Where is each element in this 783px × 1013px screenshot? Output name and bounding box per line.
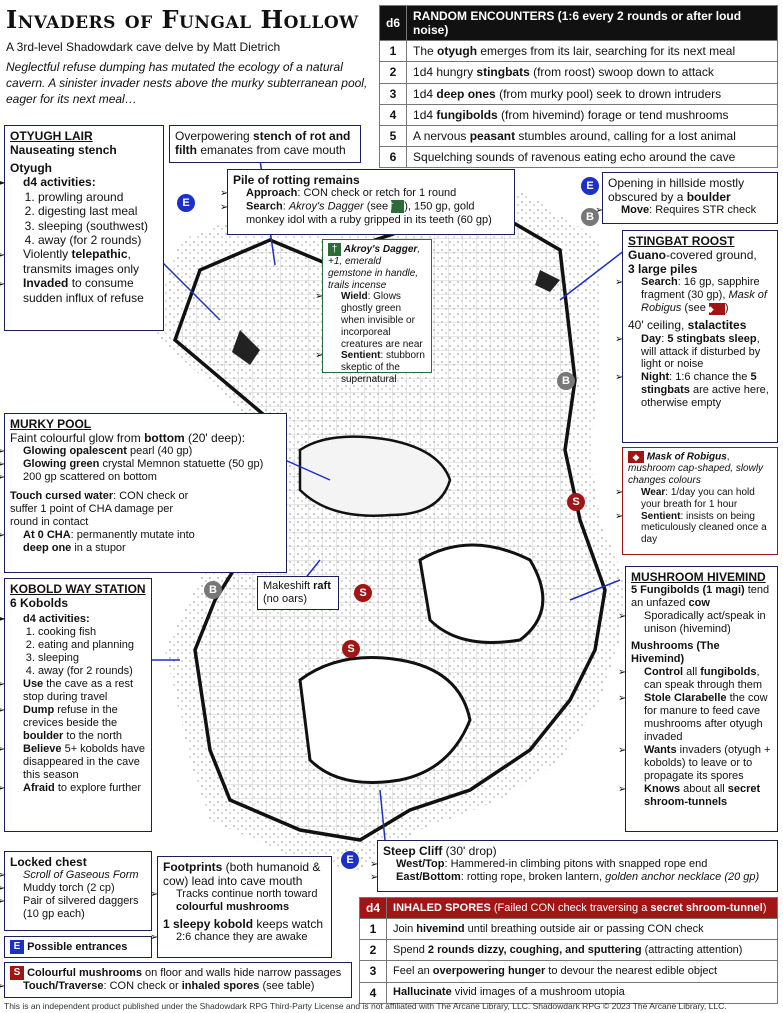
shroom-marker: S xyxy=(342,640,360,658)
dagger-icon: † xyxy=(328,243,341,256)
steep-cliff-box: Steep Cliff (30' drop) West/Top: Hammere… xyxy=(377,840,778,892)
otyugh-activities: prowling around digesting last meal slee… xyxy=(10,190,158,247)
mask-icon: ◆ xyxy=(628,451,644,463)
stench-box: Overpowering stench of rot and filth ema… xyxy=(169,125,361,163)
page-subtitle: A 3rd-level Shadowdark cave delve by Mat… xyxy=(6,40,281,55)
hivemind-header: MUSHROOM HIVEMIND xyxy=(631,570,766,584)
otyugh-lair-box: OTYUGH LAIR Nauseating stench Otyugh d4 … xyxy=(4,125,164,331)
murky-pool-header: MURKY POOL xyxy=(10,417,92,431)
boulder-marker: B xyxy=(557,372,575,390)
intro-text: Neglectful refuse dumping has mutated th… xyxy=(6,60,368,106)
boulder-marker: B xyxy=(204,581,222,599)
encounter-title: RANDOM ENCOUNTERS (1:6 every 2 rounds or… xyxy=(406,4,778,42)
akroys-dagger-box: † Akroy's Dagger, +1, emerald gemstone i… xyxy=(322,239,432,385)
mask-icon: ◆ xyxy=(707,302,725,315)
page-title: Invaders of Fungal Hollow xyxy=(6,5,359,34)
entrance-marker: E xyxy=(581,177,599,195)
legend-shrooms: S Colourful mushrooms on floor and walls… xyxy=(4,962,352,998)
shroom-marker: S xyxy=(354,584,372,602)
entrance-marker: E xyxy=(177,194,195,212)
otyugh-lair-header: OTYUGH LAIR xyxy=(10,129,93,143)
mushroom-hivemind-box: MUSHROOM HIVEMIND 5 Fungibolds (1 magi) … xyxy=(625,566,778,832)
raft-box: Makeshift raft (no oars) xyxy=(257,576,339,610)
shroom-marker: S xyxy=(567,493,585,511)
footprints-box: Footprints (both humanoid & cow) lead in… xyxy=(157,856,332,958)
shroom-legend-icon: S xyxy=(10,966,24,980)
spores-die: d4 xyxy=(358,896,388,920)
mask-of-robigus-box: ◆ Mask of Robigus, mushroom cap-shaped, … xyxy=(622,447,778,555)
entrance-legend-icon: E xyxy=(10,940,24,954)
stingbat-roost-header: STINGBAT ROOST xyxy=(628,234,735,248)
footer-license: This is an independent product published… xyxy=(4,1001,727,1011)
locked-chest-box: Locked chest Scroll of Gaseous Form Mudd… xyxy=(4,851,152,931)
opening-box: Opening in hillside mostly obscured by a… xyxy=(602,172,778,224)
kobold-activities: cooking fish eating and planning sleepin… xyxy=(10,626,146,678)
kobold-way-station-box: KOBOLD WAY STATION 6 Kobolds d4 activiti… xyxy=(4,578,152,832)
title-block: Invaders of Fungal Hollow A 3rd-level Sh… xyxy=(6,5,376,107)
dagger-icon: † xyxy=(388,200,405,214)
encounter-die: d6 xyxy=(378,4,408,42)
rotting-remains-box: Pile of rotting remains Approach: CON ch… xyxy=(227,169,515,235)
legend-entrances: E Possible entrances xyxy=(4,936,152,958)
entrance-marker: E xyxy=(341,851,359,869)
kobold-header: KOBOLD WAY STATION xyxy=(10,582,146,596)
stingbat-roost-box: STINGBAT ROOST Guano-covered ground, 3 l… xyxy=(622,230,778,443)
murky-pool-box: MURKY POOL Faint colourful glow from bot… xyxy=(4,413,287,573)
